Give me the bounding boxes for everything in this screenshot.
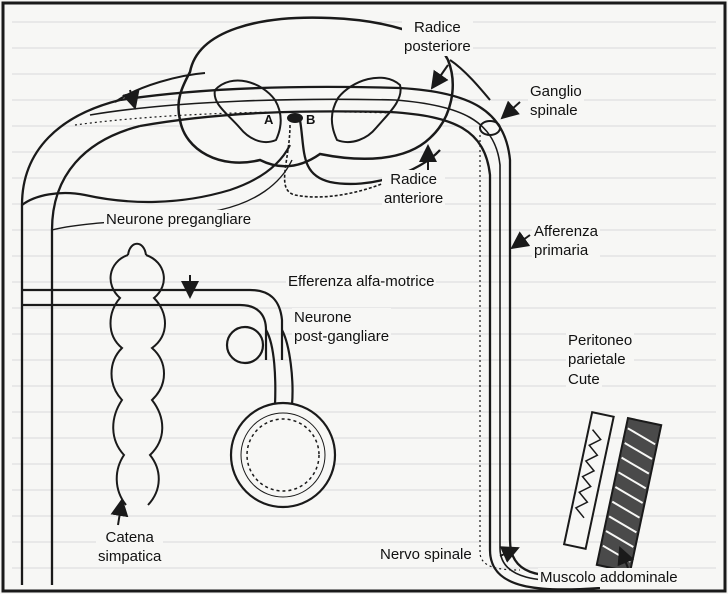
peritoneo-line1: Peritoneo [568,331,632,350]
arrow-nervo-spinale [500,548,518,556]
radice-posteriore-line1: Radice [404,18,471,37]
label-radice-posteriore: Radice posteriore [402,18,473,56]
right-dorsal-root [450,60,490,100]
radice-posteriore-line2: posteriore [404,37,471,56]
neurone-post-line2: post-gangliare [294,327,389,346]
label-peritoneo: Peritoneo parietale [566,331,634,369]
label-catena: Catena simpatica [96,528,163,566]
arrow-afferenza [512,235,530,248]
label-ganglio: Ganglio spinale [528,82,584,120]
label-radice-anteriore: Radice anteriore [382,170,445,208]
sympathetic-chain [111,244,166,505]
label-neurone-post: Neurone post-gangliare [292,308,391,346]
arrow-catena [118,500,122,525]
afferenza-line2: primaria [534,241,598,260]
radice-anteriore-line2: anteriore [384,189,443,208]
label-a: A [262,110,275,129]
ganglio-line1: Ganglio [530,82,582,101]
catena-line1: Catena [98,528,161,547]
arrow-ganglio [502,102,520,118]
label-cute: Cute [566,370,602,389]
afferenza-line1: Afferenza [534,222,598,241]
label-nervo-spinale: Nervo spinale [378,545,474,564]
ganglio-line2: spinale [530,101,582,120]
skin-and-muscle [564,412,661,572]
peritoneo-line2: parietale [568,350,632,369]
label-muscolo: Muscolo addominale [538,568,680,587]
neurone-post-line1: Neurone [294,308,389,327]
label-neurone-pregangliare: Neurone pregangliare [104,210,253,229]
catena-line2: simpatica [98,547,161,566]
label-b: B [304,110,317,129]
label-efferenza: Efferenza alfa-motrice [286,272,436,291]
radice-anteriore-line1: Radice [384,170,443,189]
label-afferenza: Afferenza primaria [532,222,600,260]
